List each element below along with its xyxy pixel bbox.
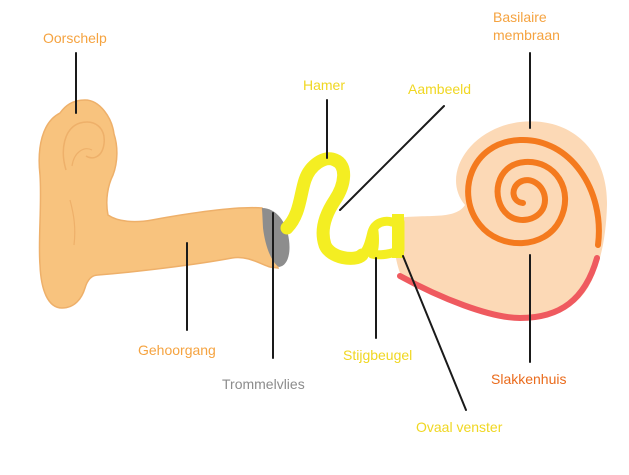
cochlea-spiral [465, 136, 602, 248]
label-slakkenhuis: Slakkenhuis [491, 371, 567, 387]
stirrup-ossicle [357, 216, 405, 260]
aambeeld-leader [339, 105, 445, 211]
label-gehoorgang: Gehoorgang [138, 342, 216, 358]
label-basilaire-line1: Basilaire [493, 9, 547, 25]
stirrup-arch [370, 222, 379, 256]
label-basilaire-line2: membraan [493, 27, 560, 43]
ovaal-venster-leader [402, 255, 467, 411]
basilar-membrane-edge [397, 255, 600, 322]
hammer-anvil-ossicles [280, 152, 369, 265]
label-hamer: Hamer [303, 77, 345, 93]
label-stijgbeugel: Stijgbeugel [343, 347, 412, 363]
ear-canal-fold [69, 199, 76, 246]
stirrup-footplate [392, 214, 404, 258]
label-oorschelp: Oorschelp [43, 30, 107, 46]
pinna-inner-fold [62, 121, 105, 171]
label-aambeeld: Aambeeld [408, 81, 471, 97]
outer-ear-shape [38, 99, 280, 309]
label-ovaal-venster: Ovaal venster [416, 419, 503, 435]
pinna-inner-fold-2 [71, 148, 93, 167]
label-trommelvlies: Trommelvlies [222, 376, 305, 392]
eardrum-shape [262, 208, 290, 267]
